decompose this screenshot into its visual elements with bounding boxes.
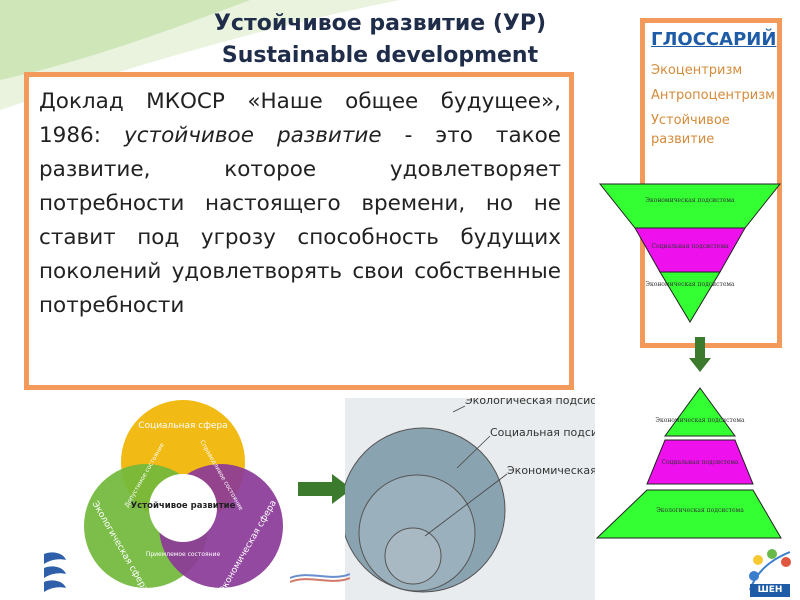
brand-logo-text: ШЕН: [757, 585, 783, 595]
brand-logo-icon: [749, 549, 791, 597]
upright-level-3: [595, 489, 782, 539]
upright-level-1-label: Экономическая подсистема: [655, 417, 745, 424]
glossary-item-sustainable[interactable]: Устойчивое развитие: [651, 113, 730, 147]
inverted-level-1-label: Экономическая подсистема: [645, 197, 735, 204]
inverted-level-3: [659, 271, 721, 323]
inverted-level-2: [634, 227, 746, 273]
venn-diagram: Социальная сфера Экологическая сфера Эко…: [84, 400, 283, 595]
right-arrow: [298, 474, 352, 504]
decor-logo-icon: [44, 552, 66, 592]
nested-circles-diagram: Экологическая подсистема Социальная подс…: [345, 398, 595, 600]
upright-level-2-label: Социальная подсистема: [661, 459, 739, 466]
upright-level-3-label: Экологическая подсистема: [656, 507, 744, 514]
down-arrow-shaft: [695, 337, 705, 359]
inverted-level-3-label: Экономическая подсистема: [645, 281, 735, 288]
title-line-en: Sustainable development: [221, 43, 539, 68]
definition-part2: - это такое развитие, которое удовлетвор…: [39, 123, 561, 318]
social-subsystem-label: Социальная подсистема: [490, 426, 595, 439]
venn-center-label: Устойчивое развитие: [131, 501, 236, 511]
venn-center-circle: [149, 474, 217, 542]
inverted-level-1: [598, 183, 782, 229]
glossary-panel: ГЛОССАРИЙ Экоцентризм Антропоцентризм Ус…: [640, 18, 782, 348]
pyramids-diagram: Экономическая подсистема Социальная подс…: [595, 183, 782, 539]
venn-eco-econ-label: Приемлемое состояние: [146, 551, 221, 558]
slide-title: Устойчивое развитие (УР) Sustainable dev…: [120, 8, 640, 72]
economic-subsystem-circle: [384, 527, 442, 585]
title-line-ru: Устойчивое развитие (УР): [213, 11, 547, 36]
definition-italic-term: устойчивое развитие: [124, 123, 382, 148]
venn-social-label: Социальная сфера: [138, 421, 227, 431]
glossary-item-ecocentrism[interactable]: Экоцентризм: [651, 63, 743, 78]
definition-text: Доклад МКОСР «Наше общее будущее», 1986:…: [39, 85, 561, 323]
glossary-item-anthropocentrism[interactable]: Антропоцентризм: [651, 88, 775, 103]
upright-level-1: [664, 387, 736, 437]
down-arrow-head: [689, 358, 711, 372]
decorative-cables: [290, 573, 350, 583]
ecological-subsystem-label: Экологическая подсистема: [465, 398, 595, 407]
economic-subsystem-label: Экономическая подсистема: [507, 464, 595, 477]
glossary-title[interactable]: ГЛОССАРИЙ: [651, 29, 777, 50]
definition-part1: Доклад МКОСР «Наше общее будущее», 1986:: [39, 89, 561, 148]
inverted-level-2-label: Социальная подсистема: [651, 243, 729, 250]
definition-box: Доклад МКОСР «Наше общее будущее», 1986:…: [24, 72, 574, 390]
upright-level-2: [646, 439, 754, 485]
